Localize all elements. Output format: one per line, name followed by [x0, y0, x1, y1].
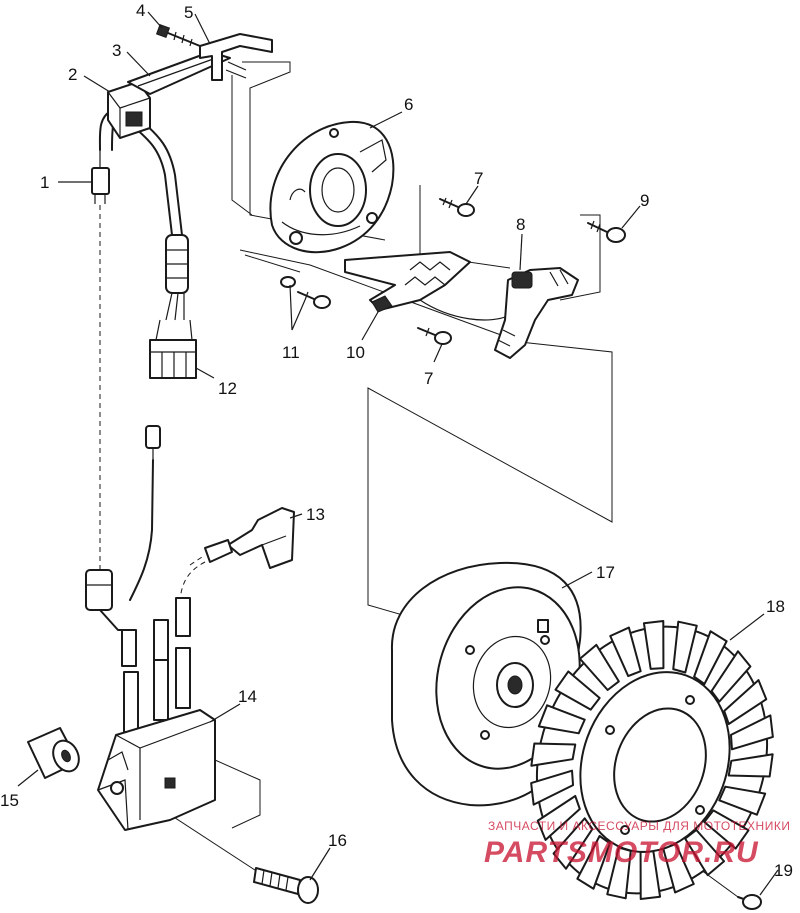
fan-blade — [552, 817, 594, 870]
callout-11: 11 — [282, 343, 300, 362]
callout-labels: 1 2 3 4 5 6 7 7 8 9 10 11 12 13 14 15 16… — [0, 1, 793, 880]
callout-4: 4 — [136, 1, 145, 20]
callout-2: 2 — [68, 65, 77, 84]
callout-1: 1 — [40, 173, 49, 192]
fan-blade — [718, 785, 767, 816]
fan-blade — [723, 679, 768, 726]
callout-15: 15 — [0, 791, 19, 810]
fan-blade — [536, 794, 581, 841]
part-7-bolt-upper — [439, 197, 475, 217]
fan-blade — [727, 753, 774, 778]
fan-blade — [530, 742, 577, 767]
fan-blades — [530, 619, 774, 901]
part-7-bolt-lower — [417, 327, 452, 345]
fan-blade — [703, 809, 750, 850]
callout-17: 17 — [596, 563, 615, 582]
part-10-exciter-coil — [344, 251, 511, 321]
part-13-plug-cap — [179, 507, 295, 601]
callout-12: 12 — [218, 379, 237, 398]
callout-8: 8 — [516, 215, 525, 234]
fan-blade — [710, 650, 752, 703]
part-19-bolt — [737, 894, 762, 910]
fan-blade — [554, 670, 601, 711]
callout-7-lower: 7 — [424, 369, 433, 388]
callout-14: 14 — [238, 687, 257, 706]
fan-blade — [537, 704, 586, 735]
part-9-bolt — [587, 220, 626, 243]
fan-blade — [609, 626, 642, 678]
part-16-bolt — [253, 867, 319, 904]
callout-7-upper: 7 — [474, 169, 483, 188]
part-11-washer-bolt — [280, 276, 331, 309]
coil-wires — [85, 569, 191, 733]
leader-lines — [17, 11, 779, 896]
callout-16: 16 — [328, 831, 347, 850]
fan-blade — [693, 630, 728, 686]
callout-13: 13 — [306, 505, 325, 524]
fan-blade — [578, 643, 620, 692]
callout-10: 10 — [346, 343, 365, 362]
callout-6: 6 — [404, 95, 413, 114]
part-3-strap — [127, 51, 231, 95]
wiring-harness — [98, 109, 189, 321]
callout-3: 3 — [112, 41, 121, 60]
fan-blade — [672, 620, 698, 674]
watermark-site-name: PARTSMOTOR.RU — [484, 836, 759, 869]
callout-5: 5 — [184, 3, 193, 22]
part-6-stator-plate — [269, 120, 395, 254]
callout-18: 18 — [766, 597, 785, 616]
fan-blade — [576, 834, 611, 890]
part-12-multipin-connector — [149, 319, 197, 379]
part-15-sleeve — [27, 727, 80, 779]
ignition-lead — [129, 425, 161, 601]
fan-blade — [642, 619, 665, 670]
part-8-pulser-coil — [494, 267, 579, 359]
watermark: ЗАПЧАСТИ И АКСЕССУАРЫ ДЛЯ МОТОТЕХНИКИ PA… — [484, 819, 790, 869]
callout-19: 19 — [774, 861, 793, 880]
part-14-ignition-coil — [97, 709, 216, 831]
part-5-clamp — [199, 33, 273, 81]
watermark-tagline: ЗАПЧАСТИ И АКСЕССУАРЫ ДЛЯ МОТОТЕХНИКИ — [488, 819, 790, 833]
callout-9: 9 — [640, 191, 649, 210]
fan-blade — [530, 769, 575, 806]
part-1-connector — [91, 150, 110, 204]
part-18-cooling-fan — [530, 619, 774, 901]
part-4-bolt — [155, 23, 201, 47]
fan-blade — [729, 714, 774, 751]
